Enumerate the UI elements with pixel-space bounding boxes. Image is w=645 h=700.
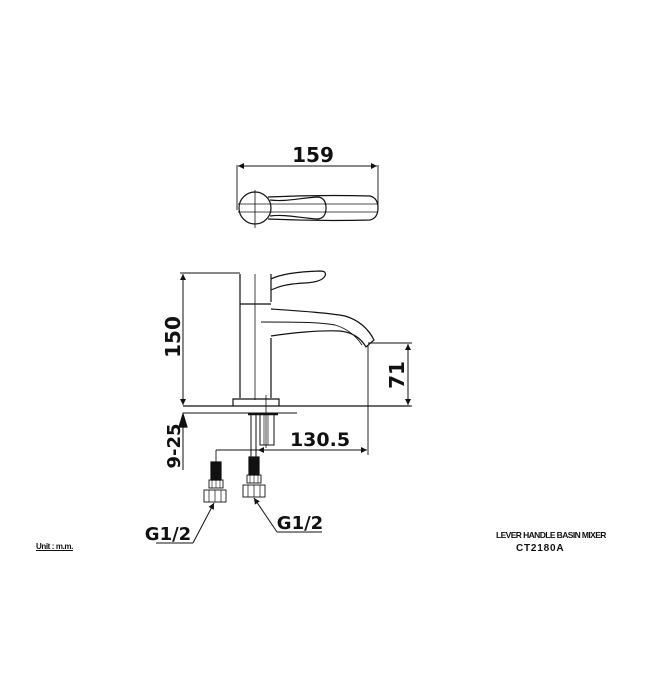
dimension-spout-reach: 130.5 <box>290 429 350 451</box>
dimension-total-height: 150 <box>161 316 185 358</box>
inlet-right-label: G1/2 <box>277 513 323 534</box>
dimension-counter-thickness: 9-25 <box>164 423 185 468</box>
dimension-spout-height: 71 <box>385 361 409 389</box>
dimension-top-length: 159 <box>292 143 334 167</box>
top-view <box>236 163 379 228</box>
inlet-left-label: G1/2 <box>145 524 191 545</box>
side-view <box>156 270 412 544</box>
product-name: LEVER HANDLE BASIN MIXER <box>496 530 606 540</box>
product-code: CT2180A <box>516 543 565 554</box>
unit-label: Unit : m.m. <box>36 542 73 551</box>
